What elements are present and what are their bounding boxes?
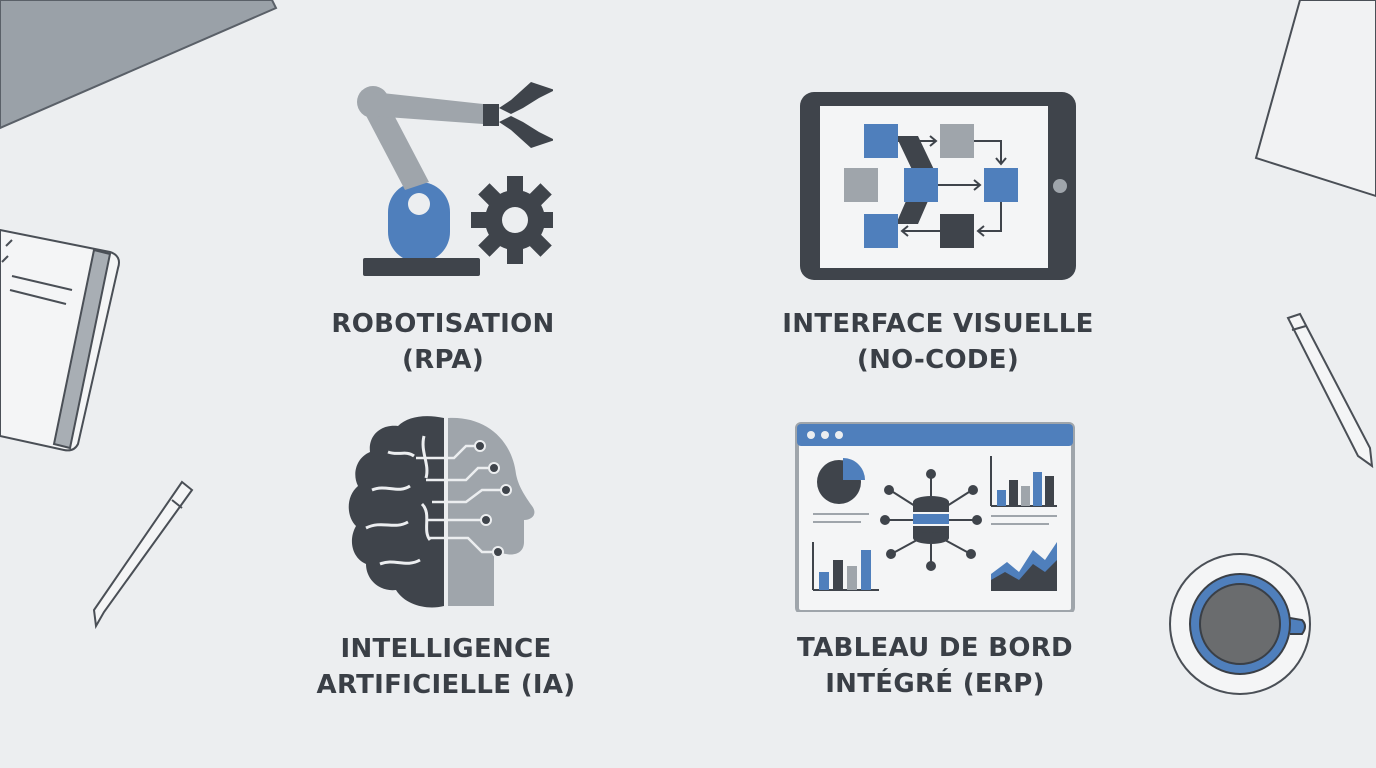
tile-rpa-line1: ROBOTISATION bbox=[331, 309, 555, 339]
tile-rpa: ROBOTISATION (RPA) bbox=[243, 78, 643, 378]
tile-erp-line2: INTÉGRÉ (ERP) bbox=[825, 669, 1045, 699]
tile-erp: TABLEAU DE BORD INTÉGRÉ (ERP) bbox=[735, 412, 1135, 702]
brain-circuit-head-icon bbox=[348, 416, 535, 608]
tablet-flowchart-icon bbox=[800, 92, 1076, 280]
pen-left bbox=[92, 480, 194, 630]
dashboard-database-icon bbox=[795, 422, 1075, 612]
tile-nocode: INTERFACE VISUELLE (NO-CODE) bbox=[738, 78, 1138, 378]
notebook bbox=[0, 228, 120, 452]
robot-arm-gear-icon bbox=[357, 82, 553, 276]
tile-ai-line2: ARTIFICIELLE (IA) bbox=[316, 670, 576, 700]
coffee-cup bbox=[1169, 553, 1311, 695]
tile-rpa-label: ROBOTISATION (RPA) bbox=[243, 306, 643, 378]
tile-rpa-line2: (RPA) bbox=[401, 345, 485, 375]
pen-right bbox=[1286, 312, 1374, 469]
tile-nocode-label: INTERFACE VISUELLE (NO-CODE) bbox=[738, 306, 1138, 378]
tile-nocode-line1: INTERFACE VISUELLE bbox=[782, 309, 1094, 339]
tile-erp-label: TABLEAU DE BORD INTÉGRÉ (ERP) bbox=[735, 630, 1135, 702]
tile-ai: INTELLIGENCE ARTIFICIELLE (IA) bbox=[246, 412, 646, 703]
tile-nocode-line2: (NO-CODE) bbox=[856, 345, 1020, 375]
laptop-corner bbox=[0, 0, 278, 130]
paper-sheet bbox=[1254, 0, 1376, 198]
tile-ai-line1: INTELLIGENCE bbox=[340, 634, 552, 664]
tile-erp-line1: TABLEAU DE BORD bbox=[797, 633, 1073, 663]
tile-ai-label: INTELLIGENCE ARTIFICIELLE (IA) bbox=[246, 631, 646, 703]
